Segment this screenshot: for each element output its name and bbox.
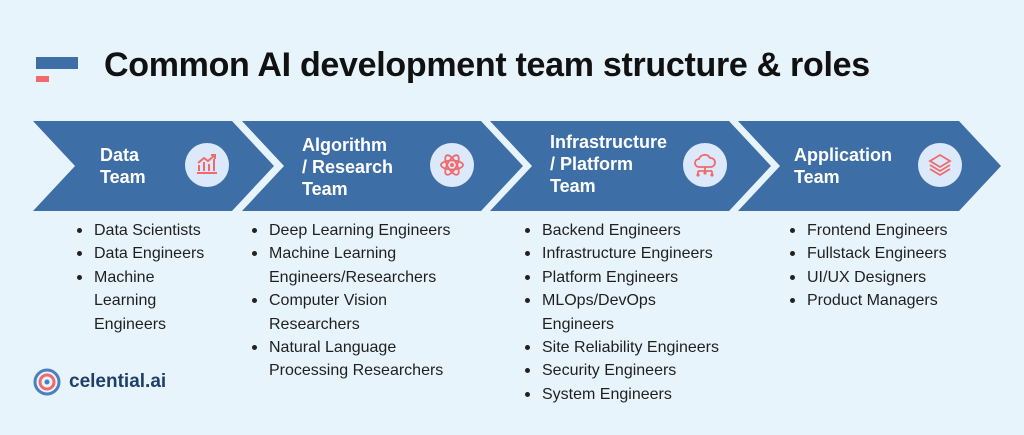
role-list-data: Data Scientists Data Engineers Machine L… <box>70 219 220 336</box>
list-item: Natural Language Processing Researchers <box>245 336 479 383</box>
list-item: Frontend Engineers <box>783 219 983 242</box>
celential-logo-icon <box>33 368 61 396</box>
list-item: Security Engineers <box>518 359 758 382</box>
cloud-network-icon <box>683 143 727 187</box>
role-list-infrastructure: Backend Engineers Infrastructure Enginee… <box>518 219 758 406</box>
list-item: System Engineers <box>518 383 758 406</box>
chevron-data-team <box>33 121 274 211</box>
list-item: Machine Learning Engineers <box>70 266 178 336</box>
list-item: Data Engineers <box>70 242 220 265</box>
brand-name: celential.ai <box>69 371 167 392</box>
stage-title-infrastructure: Infrastructure / Platform Team <box>550 132 668 196</box>
list-item: MLOps/DevOps Engineers <box>518 289 682 336</box>
chart-trend-icon <box>185 143 229 187</box>
layers-icon <box>918 143 962 187</box>
role-list-algorithm: Deep Learning Engineers Machine Learning… <box>245 219 485 383</box>
list-item: Deep Learning Engineers <box>245 219 485 242</box>
list-item: Product Managers <box>783 289 983 312</box>
role-list-application: Frontend Engineers Fullstack Engineers U… <box>783 219 983 313</box>
list-item: Backend Engineers <box>518 219 758 242</box>
list-item: Platform Engineers <box>518 266 758 289</box>
brand-logo: celential.ai <box>33 368 166 396</box>
list-item: UI/UX Designers <box>783 266 983 289</box>
atom-icon <box>430 143 474 187</box>
stage-title-application: Application Team <box>794 145 892 187</box>
list-item: Fullstack Engineers <box>783 242 983 265</box>
list-item: Machine Learning Engineers/Researchers <box>245 242 469 289</box>
page-title: Common AI development team structure & r… <box>104 46 870 84</box>
list-item: Site Reliability Engineers <box>518 336 758 359</box>
list-item: Infrastructure Engineers <box>518 242 758 265</box>
header-logo-mark <box>36 57 78 84</box>
list-item: Data Scientists <box>70 219 220 242</box>
stage-title-data: Data Team <box>100 145 146 187</box>
stage-title-algorithm: Algorithm / Research Team <box>302 135 394 199</box>
list-item: Computer Vision Researchers <box>245 289 429 336</box>
